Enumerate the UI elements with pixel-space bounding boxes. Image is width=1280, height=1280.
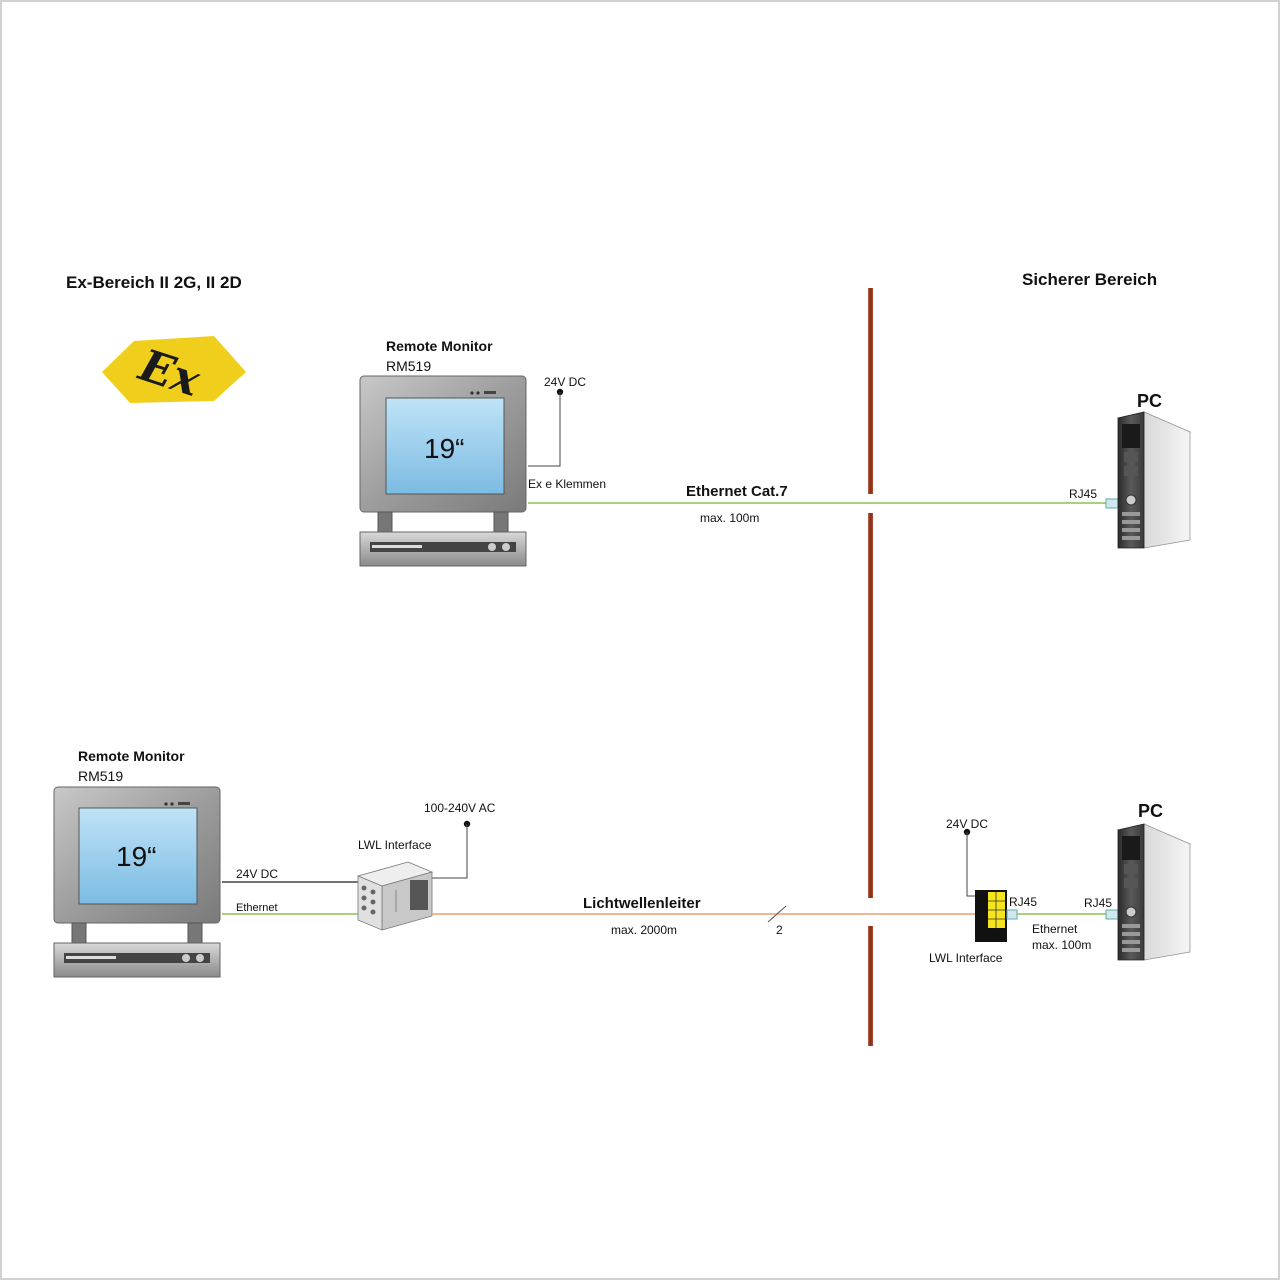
bottom-monitor-title: Remote Monitor (78, 748, 185, 764)
fiber-count: 2 (776, 923, 783, 937)
top-rj45-connector (1105, 498, 1119, 509)
lwl-right-rj45-connector (1006, 909, 1018, 920)
bottom-pc-title: PC (1138, 801, 1163, 821)
top-link-distance: max. 100m (700, 511, 759, 525)
bottom-pc-port-label: RJ45 (1084, 896, 1112, 910)
lwl-left-interface (356, 861, 434, 931)
top-terminal-label: Ex e Klemmen (528, 477, 606, 491)
top-pc (1116, 411, 1192, 549)
top-monitor-screen (385, 397, 505, 495)
ex-logo: Ex (102, 336, 246, 407)
ex-area-heading: Ex-Bereich II 2G, II 2D (66, 273, 242, 292)
lwl-right-power-label: 24V DC (946, 817, 988, 831)
top-pc-port-label: RJ45 (1069, 487, 1097, 501)
top-power-wire (528, 392, 561, 467)
lwl-right-interface (975, 890, 1007, 942)
top-monitor-model: RM519 (386, 358, 431, 374)
lwl-left-power-wire (430, 824, 468, 879)
bottom-monitor-screen-size: 19“ (116, 841, 156, 872)
lwl-left-label: LWL Interface (358, 838, 432, 852)
fiber-label: Lichtwellenleiter (583, 895, 701, 912)
bottom-monitor (53, 786, 221, 978)
bottom-rj45-connector (1105, 909, 1119, 920)
lwl-right-port-label: RJ45 (1009, 895, 1037, 909)
top-power-label: 24V DC (544, 375, 586, 389)
bottom-ethernet-distance: max. 100m (1032, 938, 1091, 952)
bottom-monitor-screen (78, 807, 198, 905)
bottom-ethernet-label: Ethernet (1032, 922, 1078, 936)
zone-barrier (868, 288, 873, 1046)
bottom-monitor-model: RM519 (78, 768, 123, 784)
safe-area-heading: Sicherer Bereich (1022, 270, 1157, 289)
top-link-label: Ethernet Cat.7 (686, 483, 788, 500)
lwl-left-power-label: 100-240V AC (424, 801, 496, 815)
lwl-right-power-wire (966, 832, 975, 897)
top-monitor (359, 375, 527, 567)
bottom-pc (1116, 823, 1192, 961)
fiber-count-tick (767, 905, 787, 923)
top-monitor-screen-size: 19“ (424, 433, 464, 464)
lwl-right-label: LWL Interface (929, 951, 1003, 965)
bottom-monitor-power-label: 24V DC (236, 867, 278, 881)
top-monitor-title: Remote Monitor (386, 338, 493, 354)
fiber-distance: max. 2000m (611, 923, 677, 937)
top-pc-title: PC (1137, 391, 1162, 411)
bottom-monitor-ethernet-label: Ethernet (236, 902, 278, 914)
